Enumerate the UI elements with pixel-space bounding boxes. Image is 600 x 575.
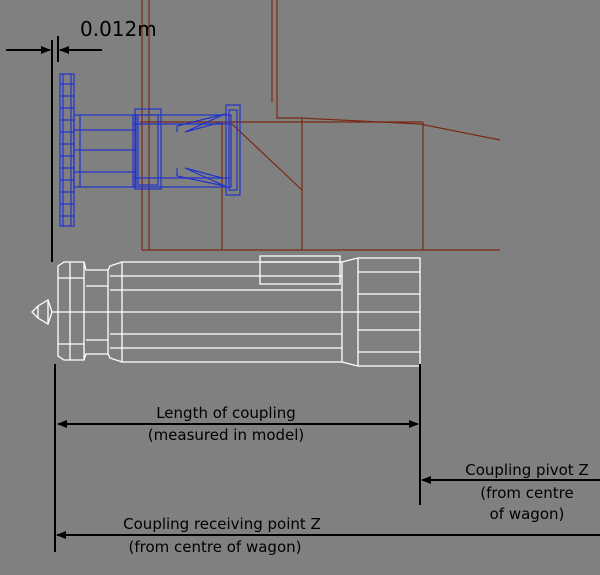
receiving-label-line2: (from centre of wagon) [129,538,302,556]
length-label-line2: (measured in model) [148,426,305,444]
pivot-label-line1: Coupling pivot Z [465,461,588,479]
wagon-body [140,0,501,251]
receiving-label-line1: Coupling receiving point Z [123,515,321,533]
length-label-line1: Length of coupling [156,404,296,422]
pivot-label-line3: of wagon) [490,505,565,523]
gap-dimension [6,36,102,262]
length-dimension [54,364,421,552]
coupling-model [31,255,421,367]
gap-label: 0.012m [80,17,157,41]
pivot-label-line2: (from centre [480,484,573,502]
buffer-assembly [59,73,241,227]
